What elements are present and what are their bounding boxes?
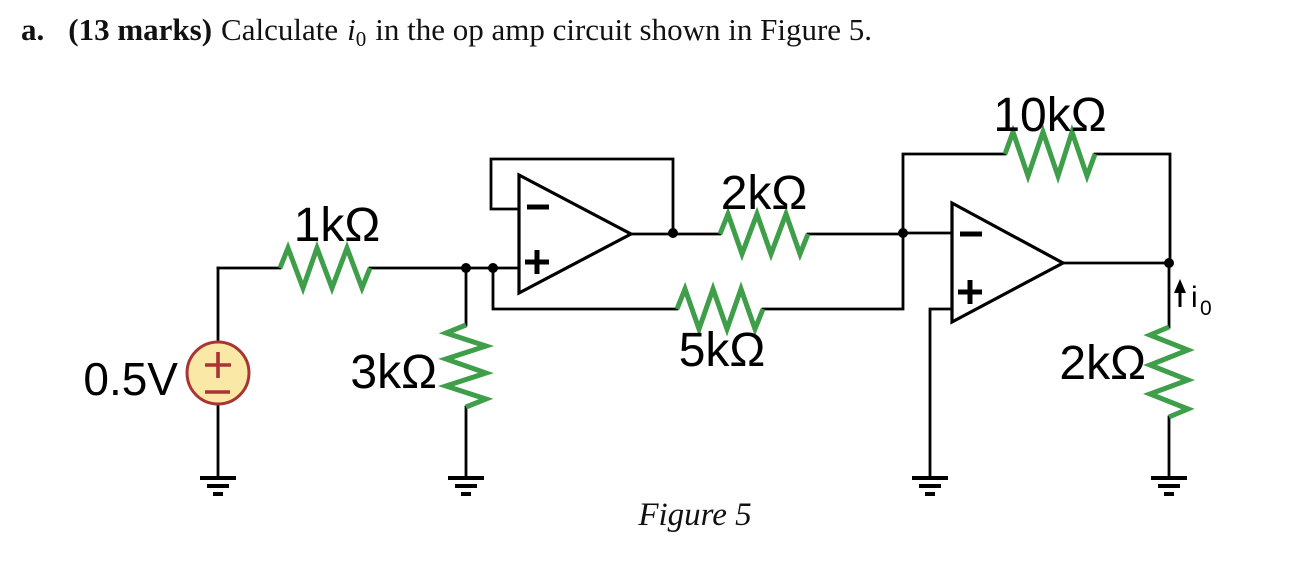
wires [216,152,1172,480]
resistor-10k-label: 10kΩ [993,89,1106,142]
question-variable-subscript: 0 [355,27,367,51]
component-labels: 0.5V 1kΩ 3kΩ 2kΩ 5kΩ 10kΩ 2kΩ [83,89,1146,405]
resistor-2k-series-zigzag [717,206,811,262]
opamp2 [950,200,1067,325]
figure-caption: Figure 5 [638,497,752,533]
ground-symbol-shunt [448,476,484,496]
ground-symbol-source [200,476,236,496]
resistor-1k-zigzag [277,240,373,296]
resistor-2k-load-label: 2kΩ [1059,337,1146,390]
wire-top-feedback-right [1093,152,1172,265]
resistor-3k-zigzag [437,322,495,410]
resistor-5k-label: 5kΩ [679,324,766,377]
output-current-subscript: 0 [1200,297,1212,320]
resistor-5k-zigzag [674,281,766,337]
voltage-source [185,340,251,406]
junction-dot [488,263,498,273]
opamp1-triangle [517,172,635,296]
ground-symbol-load [1151,476,1187,496]
opamp1 [517,172,635,296]
junction-dot [1164,258,1174,268]
question-variable: i [347,12,356,47]
output-current-label: i [1191,281,1198,314]
resistor-3k-label: 3kΩ [350,346,437,399]
wire-top-feedback-left [901,152,1007,235]
opamp2-triangle [950,200,1067,325]
question-marks: (13 marks) [68,12,213,47]
wire-lower-feedback-left [491,266,679,311]
junction-dot [461,263,471,273]
ground-symbol-opamp2 [912,476,948,496]
resistor-1k-label: 1kΩ [294,199,381,252]
wire-opamp1-feedback [489,157,675,235]
resistor-2k-load-zigzag [1142,324,1196,420]
question-text-after: in the op amp circuit shown in Figure 5. [375,12,873,47]
resistor-10k-zigzag [1002,124,1098,184]
junction-dots [461,228,1174,273]
resistor-2k-series-label: 2kΩ [721,167,808,220]
junction-dot [668,228,678,238]
resistors [277,124,1196,420]
output-current: i 0 [1174,279,1212,320]
question-item-label: a. [21,12,45,47]
wire-lower-feedback-right [761,231,905,311]
junction-dot [898,228,908,238]
source-label: 0.5V [83,353,178,405]
question-text-before: Calculate [221,12,339,47]
wire-opamp2-noninverting-ground [928,307,954,480]
output-current-arrowhead-icon [1174,279,1186,293]
